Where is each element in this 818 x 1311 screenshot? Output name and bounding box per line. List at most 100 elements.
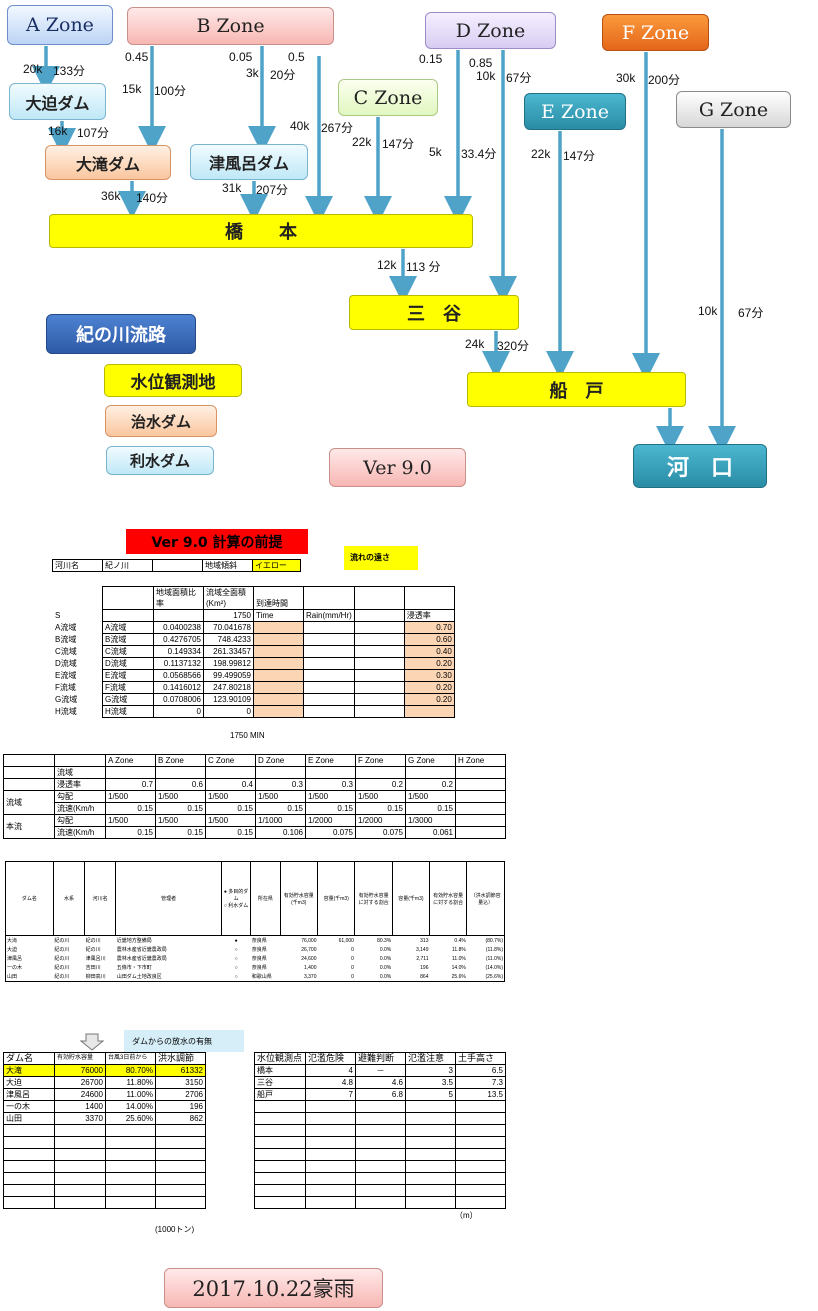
cell: E流域 — [55, 671, 77, 680]
cell: 0.70 — [403, 621, 455, 634]
cell: 土手高さ — [455, 1052, 506, 1065]
cell: ダム名 — [5, 861, 54, 936]
cell: 1/500 — [155, 790, 206, 803]
flow-label: 16k — [48, 124, 68, 138]
cell — [253, 669, 304, 682]
cell: 0.15 — [155, 802, 206, 815]
cell: 紀の川 — [54, 938, 70, 944]
empty-cell — [403, 586, 455, 610]
flow-label: 147分 — [563, 149, 596, 163]
gradient-value: イエロー — [252, 559, 301, 572]
cell: 0 — [153, 705, 204, 718]
zone-e-box: E Zone — [524, 93, 626, 130]
cell: 山田ダム土地改良区 — [116, 974, 162, 980]
cell: 261.33457 — [203, 645, 254, 658]
cell: 0.6 — [155, 778, 206, 791]
otaki-dam-label: 大滝ダム — [75, 154, 140, 174]
cell: 1/500 — [205, 790, 256, 803]
cell — [455, 802, 506, 815]
flow-label: 67分 — [506, 71, 532, 85]
cell: 農林水産省近畿農政局 — [116, 956, 167, 962]
flow-label: 30k — [616, 71, 636, 85]
flow-label: 36k — [101, 189, 121, 203]
cell: 大滝 — [7, 938, 18, 944]
cell: 0.60 — [403, 633, 455, 646]
cell: 0 — [351, 946, 354, 953]
cell: 0.1416012 — [153, 681, 204, 694]
cell: 1/2000 — [305, 814, 356, 827]
cell: 台風3日前から — [105, 1052, 156, 1065]
flow-label: 3k — [246, 66, 259, 80]
cell: 3,149 — [415, 946, 429, 953]
empty-cell — [152, 559, 203, 572]
cell: 0.40 — [403, 645, 455, 658]
cell — [355, 1124, 406, 1137]
otaki-dam-box: 大滝ダム — [45, 145, 171, 180]
zone-a-box: A Zone — [7, 5, 113, 45]
cell: 313 — [420, 937, 429, 944]
cell: 25.6% — [451, 973, 466, 980]
cell: 0 — [351, 955, 354, 962]
hashimoto-station-box: 橋 本 — [49, 214, 473, 248]
cell — [155, 1196, 206, 1209]
cell: 0.0400238 — [153, 621, 204, 634]
cell: 862 — [155, 1112, 206, 1125]
cell — [3, 766, 55, 779]
cell — [455, 1100, 506, 1113]
cell: 0.15 — [105, 802, 156, 815]
osako-dam-box: 大迫ダム — [9, 83, 106, 120]
cell — [253, 621, 304, 634]
cell: ○ — [234, 973, 238, 980]
cell — [105, 1124, 156, 1137]
zone-g-label: G Zone — [698, 98, 769, 121]
cell — [305, 1160, 356, 1173]
cell: 有効貯水容量 — [54, 1052, 106, 1065]
cell: C流域 — [55, 647, 77, 656]
cell: E Zone — [305, 754, 356, 767]
cell: H流域 — [55, 707, 77, 716]
cell: 1/500 — [155, 814, 206, 827]
sheet1-title-text: Ver 9.0 計算の前提 — [151, 534, 283, 551]
cell: ○ — [234, 955, 238, 962]
cell — [355, 1112, 406, 1125]
zone-b-box: B Zone — [127, 7, 334, 45]
cell — [455, 1124, 506, 1137]
flow-label: 0.05 — [229, 50, 253, 64]
cell: 山田 — [7, 974, 18, 980]
cell: 奈良県 — [251, 947, 267, 953]
flow-speed-text: 流れの遠さ — [350, 553, 390, 562]
cell: 所在県 — [250, 861, 281, 936]
cell — [3, 778, 55, 791]
dam-discharge-callout: ダムからの放水の有無 — [124, 1030, 244, 1052]
cell — [405, 766, 456, 779]
cell — [303, 645, 355, 658]
cell — [155, 1184, 206, 1197]
river-name: 紀ノ川 — [102, 559, 153, 572]
cell: ダム名 — [3, 1052, 55, 1065]
cell — [3, 1136, 55, 1149]
cell — [253, 657, 304, 670]
cell — [305, 766, 356, 779]
cell — [355, 1160, 406, 1173]
cell: 船戸 — [254, 1088, 306, 1101]
legend-flood-dam-label: 治水ダム — [130, 412, 191, 431]
cell: 0.4 — [205, 778, 256, 791]
cell — [455, 826, 506, 839]
cell — [155, 766, 206, 779]
cell: 0.4% — [454, 937, 466, 944]
river-info-table: 河川名 紀ノ川 地域傾斜 イエロー — [52, 559, 301, 572]
cell: 奈良県 — [251, 938, 267, 944]
cell: 1,400 — [303, 964, 317, 971]
cell: 3370 — [54, 1112, 106, 1125]
cell — [254, 1100, 306, 1113]
cell: 24,600 — [301, 955, 317, 962]
cell: 196 — [420, 964, 429, 971]
cell — [353, 621, 405, 634]
cell: 7.3 — [455, 1076, 506, 1089]
